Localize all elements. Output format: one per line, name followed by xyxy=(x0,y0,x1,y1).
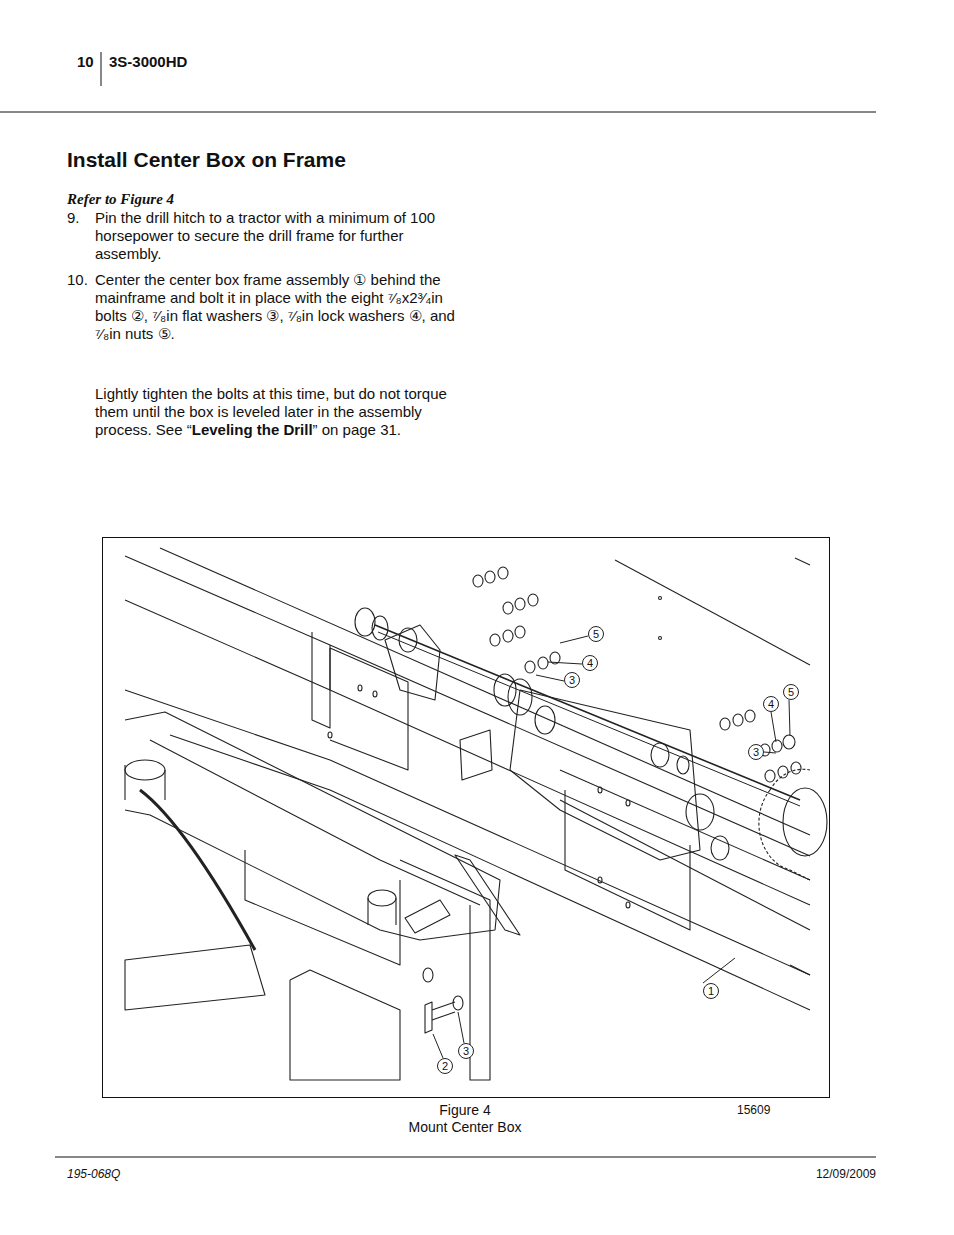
cross-reference: Leveling the Drill xyxy=(192,421,313,438)
callout-number: 5 xyxy=(788,687,794,698)
callout-circle: 5 xyxy=(783,684,799,700)
header-rule xyxy=(0,112,876,113)
callout-number: 3 xyxy=(753,747,759,758)
callout-circle: 2 xyxy=(437,1058,453,1074)
callout-circle: 3 xyxy=(458,1043,474,1059)
document-number: 195-068Q xyxy=(67,1167,120,1181)
callout-number: 4 xyxy=(587,658,593,669)
callout-circle: 5 xyxy=(588,626,604,642)
callout-circle: 4 xyxy=(763,696,779,712)
callout-circle: 1 xyxy=(703,983,719,999)
callout-number: 5 xyxy=(593,629,599,640)
note-paragraph: Lightly tighten the bolts at this time, … xyxy=(95,385,455,439)
step-text: Pin the drill hitch to a tractor with a … xyxy=(95,209,455,263)
manual-model: 3S-3000HD xyxy=(109,53,187,70)
figure-title: Mount Center Box xyxy=(300,1119,630,1135)
callout-number: 3 xyxy=(569,675,575,686)
footer-rule xyxy=(55,1157,876,1158)
figure-frame xyxy=(103,538,830,1098)
step-number: 10. xyxy=(67,271,88,289)
step-number: 9. xyxy=(67,209,80,227)
callout-circle: 4 xyxy=(582,655,598,671)
page-number: 10 xyxy=(77,53,94,70)
note-text: ” on page 31. xyxy=(313,421,401,438)
step-text: Center the center box frame assembly ① b… xyxy=(95,271,455,343)
callout-circle: 3 xyxy=(748,744,764,760)
figure-caption: Figure 4 xyxy=(300,1102,630,1118)
section-title: Install Center Box on Frame xyxy=(67,148,346,172)
callout-number: 4 xyxy=(768,699,774,710)
document-date: 12/09/2009 xyxy=(816,1167,876,1181)
callout-circle: 3 xyxy=(564,672,580,688)
callout-number: 3 xyxy=(463,1046,469,1057)
figure-number: 15609 xyxy=(737,1103,770,1117)
callout-number: 2 xyxy=(442,1061,448,1072)
figure-reference: Refer to Figure 4 xyxy=(67,191,174,208)
callout-number: 1 xyxy=(708,986,714,997)
header-divider xyxy=(101,52,102,86)
